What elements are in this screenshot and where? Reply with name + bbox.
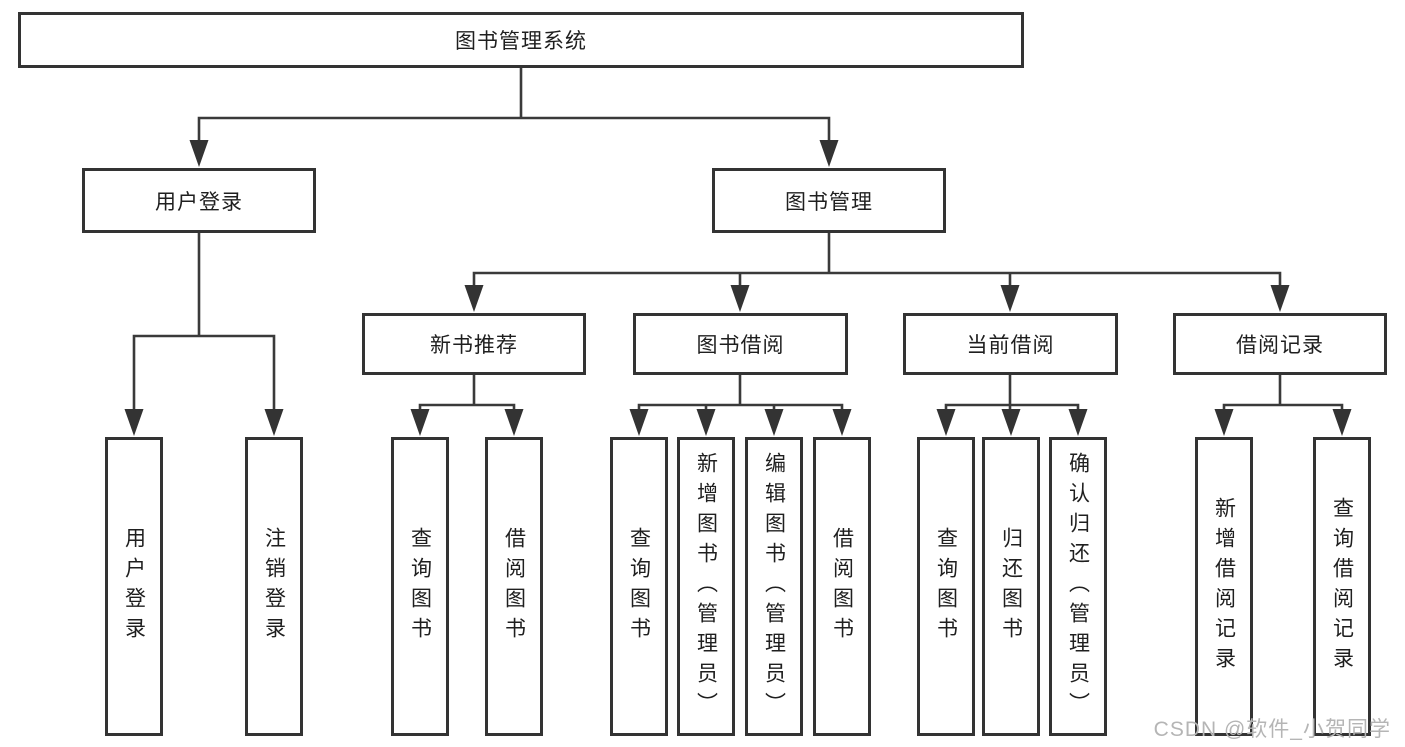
node-new-book-recommendation: 新书推荐 xyxy=(362,313,586,375)
node-label: 新增借阅记录 xyxy=(1212,496,1236,677)
node-label: 图书借阅 xyxy=(696,334,785,357)
node-label: 图书管理系统 xyxy=(455,30,587,53)
node-borrowing-records: 借阅记录 xyxy=(1173,313,1387,375)
node-label: 查询图书 xyxy=(627,526,651,647)
leaf-edit-books-admin: 编辑图书（管理员） xyxy=(745,437,803,736)
leaf-borrow-books-borrowing: 借阅图书 xyxy=(813,437,871,736)
node-label: 当前借阅 xyxy=(966,334,1055,357)
node-label: 确认归还（管理员） xyxy=(1066,451,1090,722)
node-label: 编辑图书（管理员） xyxy=(762,451,786,722)
node-label: 归还图书 xyxy=(999,526,1023,647)
node-label: 新书推荐 xyxy=(430,334,518,357)
node-current-borrowing: 当前借阅 xyxy=(903,313,1118,375)
leaf-add-borrow-record: 新增借阅记录 xyxy=(1195,437,1253,736)
node-label: 查询图书 xyxy=(934,526,958,647)
node-user-login: 用户登录 xyxy=(82,168,316,233)
node-label: 用户登录 xyxy=(122,526,146,647)
node-label: 查询借阅记录 xyxy=(1330,496,1354,677)
leaf-add-books-admin: 新增图书（管理员） xyxy=(677,437,735,736)
leaf-borrow-books-recommend: 借阅图书 xyxy=(485,437,543,736)
node-label: 注销登录 xyxy=(262,526,286,647)
watermark: CSDN @软件_小贺同学 xyxy=(1153,718,1391,741)
node-book-borrowing: 图书借阅 xyxy=(633,313,848,375)
node-label: 借阅图书 xyxy=(502,526,526,647)
node-library-management-system: 图书管理系统 xyxy=(18,12,1024,68)
node-label: 图书管理 xyxy=(785,190,873,214)
node-label: 借阅图书 xyxy=(830,526,854,647)
node-book-management: 图书管理 xyxy=(712,168,946,233)
leaf-confirm-return-admin: 确认归还（管理员） xyxy=(1049,437,1107,736)
node-label: 新增图书（管理员） xyxy=(694,451,718,722)
leaf-query-books-borrowing: 查询图书 xyxy=(610,437,668,736)
leaf-query-books-recommend: 查询图书 xyxy=(391,437,449,736)
node-label: 用户登录 xyxy=(155,190,243,214)
node-label: 借阅记录 xyxy=(1236,334,1324,357)
node-label: 查询图书 xyxy=(408,526,432,647)
leaf-user-login: 用户登录 xyxy=(105,437,163,736)
leaf-query-books-current: 查询图书 xyxy=(917,437,975,736)
leaf-return-books: 归还图书 xyxy=(982,437,1040,736)
leaf-logout-login: 注销登录 xyxy=(245,437,303,736)
leaf-query-borrow-record: 查询借阅记录 xyxy=(1313,437,1371,736)
